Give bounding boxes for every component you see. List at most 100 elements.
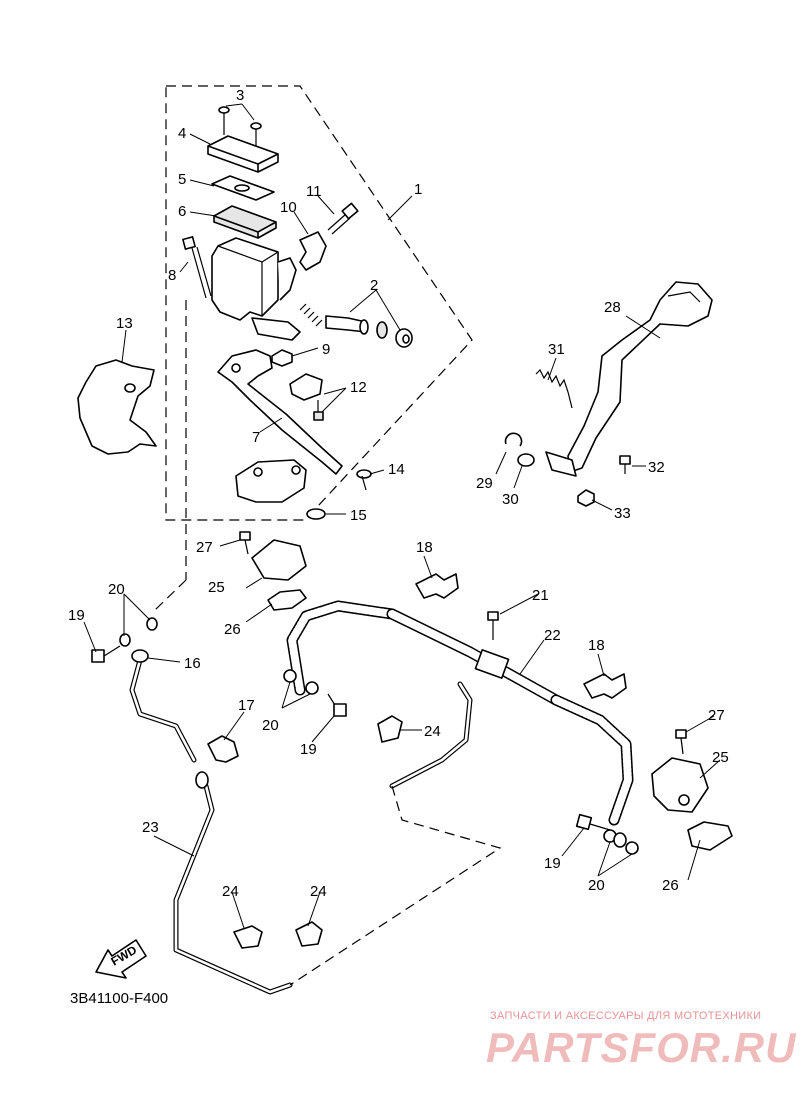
callout-20-right: 20 <box>588 877 605 894</box>
brake-hose-part-16-inner <box>130 658 196 762</box>
callout-1: 1 <box>414 181 422 198</box>
banjo-bolt-part-19-right <box>575 813 611 831</box>
callout-7: 7 <box>252 429 260 446</box>
callout-26-lower: 26 <box>662 877 679 894</box>
brake-hose-part-22-smooth-inner <box>388 610 560 704</box>
callout-24-left: 24 <box>222 883 239 900</box>
brake-pedal-part-28 <box>567 281 713 473</box>
master-cylinder-to-hose-dash-2 <box>154 579 187 611</box>
banjo-bolt-part-19-left <box>91 645 121 663</box>
callout-3: 3 <box>236 87 244 104</box>
watermark-tagline: ЗАПЧАСТИ И АКСЕССУАРЫ ДЛЯ МОТОТЕХНИКИ <box>490 1010 762 1022</box>
watermark-logo: PARTSFOR.RU <box>486 1024 797 1071</box>
callout-labels: 1 2 3 4 5 6 7 8 9 10 11 12 13 14 15 16 1… <box>68 87 729 900</box>
master-cylinder-pivot-tab <box>251 317 301 341</box>
callout-2: 2 <box>370 277 378 294</box>
brake-hose-joint <box>474 649 510 679</box>
clip-part-24-left <box>233 925 263 949</box>
brake-pipe-part-23-inner <box>174 784 292 994</box>
hose-clamp-part-18-upper <box>415 573 459 599</box>
callout-33: 33 <box>614 505 631 522</box>
brake-hose-part-22-coiled-right-inner <box>552 696 632 824</box>
callout-19-mid: 19 <box>300 741 317 758</box>
brake-lever-part-7 <box>217 349 343 475</box>
master-cylinder-top <box>217 245 279 316</box>
callout-10: 10 <box>280 199 297 216</box>
callout-29: 29 <box>476 475 493 492</box>
assembly-1-boundary <box>165 85 473 521</box>
callout-32: 32 <box>648 459 665 476</box>
hose-clamp-part-18-right <box>583 673 627 699</box>
diagram-code: 3B41100-F400 <box>70 990 169 1007</box>
callout-28: 28 <box>604 299 621 316</box>
callout-30: 30 <box>502 491 519 508</box>
clip-part-24-mid <box>377 715 403 743</box>
callout-24-mid: 24 <box>424 723 441 740</box>
hose-guide-25-lower-hole <box>678 794 690 806</box>
washer-part-20-left-b <box>146 617 158 631</box>
washer-part-20-right-b <box>625 841 639 855</box>
master-cylinder-mount <box>277 257 297 301</box>
hose-guide-part-26-upper <box>267 589 307 611</box>
circlip-part-29 <box>504 432 523 447</box>
callout-16: 16 <box>184 655 201 672</box>
nut-part-9 <box>271 349 293 367</box>
reservoir-cap-part-4 <box>207 135 279 173</box>
callout-9: 9 <box>322 341 330 358</box>
washer-part-20-mid-b <box>305 681 319 695</box>
callout-6: 6 <box>178 203 186 220</box>
callout-25-lower: 25 <box>712 749 729 766</box>
brake-hose-part-22-coiled-inner <box>288 602 396 694</box>
callout-22: 22 <box>544 627 561 644</box>
callout-21: 21 <box>532 587 549 604</box>
callout-11: 11 <box>306 183 322 200</box>
callout-24-right: 24 <box>310 883 327 900</box>
hose-guide-part-25-lower <box>651 757 709 813</box>
callout-5: 5 <box>178 171 186 188</box>
callout-13: 13 <box>116 315 133 332</box>
callout-27-lower: 27 <box>708 707 725 724</box>
bolt-part-21 <box>487 611 499 640</box>
clip-part-17 <box>207 735 239 763</box>
callout-27-upper: 27 <box>196 539 213 556</box>
callout-20-left: 20 <box>108 581 125 598</box>
nut-part-33 <box>577 489 595 507</box>
brake-switch-part-12 <box>289 373 324 421</box>
washer-part-20-mid-a <box>283 669 297 683</box>
hose-16-banjo <box>131 649 149 663</box>
hand-guard-mount-hole <box>124 383 136 393</box>
pedal-shaft <box>545 451 577 477</box>
holder-bolt-hole-2 <box>291 465 301 475</box>
bolt-part-32 <box>619 455 631 474</box>
screw-part-3 <box>218 106 262 148</box>
callout-15: 15 <box>350 507 367 524</box>
hose-22-banjo <box>613 832 627 848</box>
callout-20-mid: 20 <box>262 717 279 734</box>
clip-part-24-right <box>295 921 323 947</box>
brake-pedal-tip <box>667 291 701 303</box>
callout-31: 31 <box>548 341 565 358</box>
callout-19-right: 19 <box>544 855 561 872</box>
callout-14: 14 <box>388 461 405 478</box>
bolt-part-11 <box>327 202 359 235</box>
washer-part-20-left-a <box>119 633 131 647</box>
callout-19-left: 19 <box>68 607 85 624</box>
callout-4: 4 <box>178 125 186 142</box>
callout-18-upper: 18 <box>416 539 433 556</box>
fwd-arrow: FWD <box>95 939 147 979</box>
hose-guide-part-25-upper <box>251 539 307 581</box>
pivot-bolt-part-14 <box>356 469 372 491</box>
callout-18-right: 18 <box>588 637 605 654</box>
callout-23: 23 <box>142 819 159 836</box>
brake-lever-pivot <box>231 363 241 373</box>
banjo-bolt-part-19-mid <box>327 693 347 717</box>
bolt-part-8 <box>182 236 212 299</box>
diaphragm-part-6 <box>213 205 277 239</box>
pipe-23-fitting-top <box>195 771 209 789</box>
callout-8: 8 <box>168 267 176 284</box>
washer-part-30 <box>517 453 535 467</box>
clamp-part-10 <box>299 231 327 271</box>
return-spring-part-31 <box>535 368 573 409</box>
leader-lines <box>83 103 721 929</box>
